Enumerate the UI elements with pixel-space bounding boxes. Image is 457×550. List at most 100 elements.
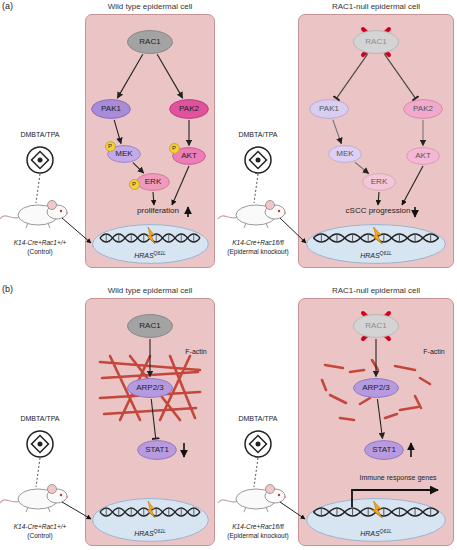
node-outline [108, 146, 141, 163]
cell-outline: RAC1-null epidermal cellRAC1ARP2/3STAT1H… [298, 298, 454, 546]
node-label: P [172, 145, 176, 151]
node-label: RAC1 [365, 322, 386, 330]
node-outline [329, 146, 362, 163]
mouse-illustration [0, 485, 68, 513]
protein-node: PAK1 [309, 99, 349, 119]
node-outline [354, 379, 399, 398]
gene-name: HRAS [360, 252, 379, 259]
mouse-illustration [0, 201, 68, 229]
phosphate-circle: P [105, 141, 116, 152]
nucleus-outline [92, 499, 208, 542]
node-outline [404, 100, 443, 119]
cell-heading: RAC1-null epidermal cell [289, 287, 457, 295]
node-outline [169, 143, 179, 153]
nucleus-outline [92, 225, 208, 264]
protein-node: ARP2/3 [353, 378, 399, 398]
protein-node: STAT1 [137, 440, 177, 460]
gene-expression-label: Immune response genes [359, 474, 436, 481]
protein-node: ERK [136, 173, 170, 191]
mutation-name: Q61L [380, 250, 392, 256]
gene-name: HRAS [360, 530, 379, 537]
node-outline [354, 31, 399, 54]
node-outline [173, 148, 206, 165]
cell-outline: Wild type epidermal cellRAC1ARP2/3STAT1H… [85, 298, 215, 546]
gene-label: HRASQ61L [92, 523, 209, 539]
node-label: ERK [371, 178, 387, 186]
mouse-illustration [218, 485, 286, 513]
node-outline [138, 441, 177, 460]
node-label: PAK1 [319, 105, 339, 113]
node-outline [170, 100, 209, 119]
node-label: ERK [145, 178, 161, 186]
protein-node: STAT1 [364, 440, 404, 460]
node-outline [365, 441, 404, 460]
node-label: STAT1 [372, 446, 396, 454]
mutation-name: Q61L [380, 528, 392, 534]
mutation-name: Q61L [154, 250, 166, 256]
node-label: PAK2 [413, 105, 433, 113]
protein-node: ARP2/3 [127, 378, 173, 398]
node-label: ARP2/3 [362, 384, 390, 392]
protein-node: PAK2 [169, 99, 209, 119]
protein-node: ERK [362, 173, 396, 191]
treatment-label: DMBTA/TPA [20, 131, 59, 138]
node-label: MEK [115, 150, 132, 158]
node-label: AKT [181, 152, 197, 160]
cell-outline: Wild type epidermal cellRAC1PAK1PAK2PMEK… [85, 14, 215, 268]
genotype-label: K14-Cre+Rac1fl/fl [232, 524, 283, 531]
gene-label: HRASQ61L [306, 245, 446, 261]
node-outline [128, 379, 173, 398]
protein-node: PAK1 [91, 99, 131, 119]
gene-label: HRASQ61L [306, 523, 446, 539]
mouse-illustration [218, 201, 286, 229]
cell-heading: Wild type epidermal cell [76, 3, 224, 11]
treatment-label: DMBTA/TPA [238, 415, 277, 422]
protein-node: AKT [406, 147, 440, 165]
nucleus: HRASQ61L [306, 224, 446, 264]
structure-label: F-actin [423, 348, 444, 355]
node-outline [128, 31, 173, 54]
panel-label: (a) [2, 2, 13, 11]
mutation-name: Q61L [154, 528, 166, 534]
nucleus-outline [307, 225, 446, 264]
treatment-symbol [245, 431, 271, 457]
node-label: P [108, 143, 112, 149]
node-outline [129, 179, 139, 189]
genotype-label: K14-Cre+Rac1fl/fl [232, 240, 283, 247]
treatment-label: DMBTA/TPA [238, 131, 277, 138]
gene-label: HRASQ61L [92, 245, 209, 261]
cell-heading: Wild type epidermal cell [76, 287, 224, 295]
outcome-label: proliferation [137, 207, 179, 215]
protein-node: RAC1 [127, 314, 173, 338]
protein-node: RAC1 [353, 314, 399, 338]
treatment-symbol [27, 147, 53, 173]
protein-node: RAC1 [127, 30, 173, 54]
group-label: (Control) [27, 249, 52, 256]
outcome-label: cSCC progression [346, 207, 411, 215]
node-label: AKT [415, 152, 431, 160]
node-outline [407, 148, 440, 165]
protein-node: RAC1 [353, 30, 399, 54]
node-label: PAK2 [179, 105, 199, 113]
node-label: ARP2/3 [136, 384, 164, 392]
panel-label: (b) [2, 285, 13, 294]
node-outline [92, 100, 131, 119]
group-label: (Epidermal knockout) [227, 249, 288, 256]
node-outline [363, 174, 396, 191]
phosphate-circle: P [169, 143, 180, 154]
node-outline [105, 141, 115, 151]
node-label: STAT1 [145, 446, 169, 454]
cell-heading: RAC1-null epidermal cell [289, 3, 457, 11]
gene-name: HRAS [134, 530, 153, 537]
node-label: MEK [336, 150, 353, 158]
node-outline [310, 100, 349, 119]
node-outline [128, 315, 173, 338]
structure-label: F-actin [185, 348, 206, 355]
group-label: (Control) [27, 533, 52, 540]
nucleus-outline [307, 499, 446, 542]
genotype-label: K14-Cre+Rac1+/+ [14, 240, 67, 247]
genotype-label: K14-Cre+Rac1+/+ [14, 524, 67, 531]
group-label: (Epidermal knockout) [227, 533, 288, 540]
protein-node: MEK [328, 145, 362, 163]
nucleus: HRASQ61L [306, 498, 446, 542]
